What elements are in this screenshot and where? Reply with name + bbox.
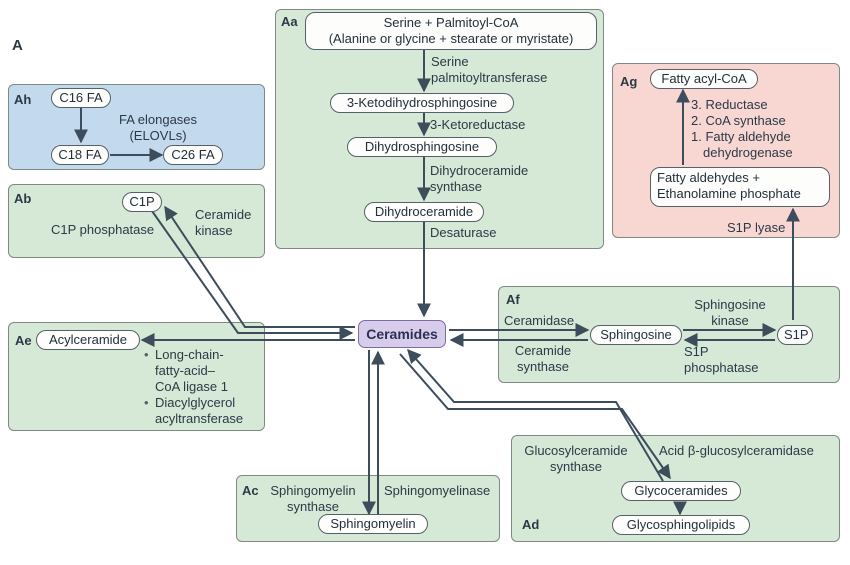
enzyme-line1: Diacylglycerol <box>155 395 236 410</box>
enzyme-sphingomyelinase: Sphingomyelinase <box>384 483 491 498</box>
enzyme-line1: Long-chain- <box>155 347 224 362</box>
node-c16-fa: C16 FA <box>51 88 111 108</box>
arrow-ab-c1p-phosphatase <box>151 210 354 340</box>
enzyme-serine-palmitoyltransferase: Serine palmitoyltransferase <box>431 54 547 86</box>
panel-ag-tag: Ag <box>620 74 638 89</box>
node-line2: Ethanolamine phosphate <box>657 186 801 201</box>
node-sphingosine: Sphingosine <box>590 325 682 345</box>
enzyme-desaturase: Desaturase <box>430 225 497 240</box>
enzyme-line1: Ceramide <box>195 207 252 222</box>
node-dihydrosphingosine: Dihydrosphingosine <box>347 137 497 157</box>
figure-letter: A <box>12 37 23 54</box>
enzyme-line2: palmitoyltransferase <box>431 70 548 85</box>
arrow-ad-acid-glucosylceramidase <box>407 348 664 482</box>
enzyme-glucosylceramide-synthase: Glucosylceramide synthase <box>514 443 638 475</box>
enzyme-diacylglycerol-acyltransferase: Diacylglycerol acyltransferase <box>144 395 244 427</box>
arrow-ad-glucosylceramide-synthase <box>399 353 671 480</box>
node-sphingomyelin: Sphingomyelin <box>318 514 428 534</box>
enzyme-line2: phosphatase <box>684 360 759 375</box>
enzyme-line1: S1P <box>684 344 709 359</box>
enzyme-s1p-phosphatase: S1P phosphatase <box>684 344 758 376</box>
enzyme-line2: synthase <box>286 499 340 514</box>
node-c18-fa: C18 FA <box>51 145 109 165</box>
enzyme-long-chain-fatty-acid-coa-ligase: Long-chain- fatty-acid– CoA ligase 1 <box>144 347 228 395</box>
enzyme-acid-beta-glucosylceramidase: Acid β-glucosylceramidase <box>659 443 814 458</box>
node-glycoceramides: Glycoceramides <box>621 481 741 501</box>
step-fatty-aldehyde-dehydrogenase: 1. Fatty aldehyde <box>691 129 791 144</box>
node-dihydroceramide: Dihydroceramide <box>364 202 484 222</box>
panel-af-tag: Af <box>506 292 520 307</box>
arrow-ab-ceramide-kinase <box>164 205 355 328</box>
enzyme-line2: kinase <box>711 313 749 328</box>
enzyme-line2: acyltransferase <box>155 411 244 426</box>
node-s1p: S1P <box>777 325 813 345</box>
step-fatty-aldehyde-dehydrogenase-cont: dehydrogenase <box>703 145 793 160</box>
enzyme-s1p-lyase: S1P lyase <box>727 220 786 235</box>
enzyme-line1: Sphingomyelin <box>270 483 356 498</box>
enzyme-c1p-phosphatase: C1P phosphatase <box>51 222 155 237</box>
ceramides-node: Ceramides <box>358 320 446 348</box>
enzyme-line1: FA elongases <box>118 112 198 127</box>
enzyme-line1: Dihydroceramide <box>430 163 529 178</box>
enzyme-sphingomyelin-synthase: Sphingomyelin synthase <box>258 483 368 515</box>
node-c26-fa: C26 FA <box>163 145 223 165</box>
enzyme-line1: Ceramide <box>514 343 572 358</box>
substrates-line2: (Alanine or glycine + stearate or myrist… <box>328 31 574 46</box>
enzyme-ceramide-kinase: Ceramide kinase <box>195 207 251 239</box>
panel-aa-tag: Aa <box>281 14 298 29</box>
node-acylceramide: Acylceramide <box>36 330 140 350</box>
enzyme-line2: kinase <box>195 223 233 238</box>
node-fatty-acyl-coa: Fatty acyl-CoA <box>650 69 758 89</box>
enzyme-line2: synthase <box>430 179 483 194</box>
enzyme-fa-elongases: FA elongases (ELOVLs) <box>98 112 218 144</box>
node-fatty-aldehydes: Fatty aldehydes + Ethanolamine phosphate <box>650 167 830 207</box>
enzyme-3-ketoreductase: 3-Ketoreductase <box>430 117 526 132</box>
panel-ac-tag: Ac <box>242 483 259 498</box>
step-coa-synthase: 2. CoA synthase <box>691 113 786 128</box>
enzyme-ceramide-synthase: Ceramide synthase <box>500 343 586 375</box>
enzyme-line2: synthase <box>516 359 570 374</box>
enzyme-line1: Sphingosine <box>694 297 766 312</box>
node-3-ketodihydrosphingosine: 3-Ketodihydrosphingosine <box>330 93 514 113</box>
node-serine-palmitoyl-coa: Serine + Palmitoyl-CoA (Alanine or glyci… <box>305 12 597 50</box>
enzyme-line2: (ELOVLs) <box>129 128 187 143</box>
enzyme-dihydroceramide-synthase: Dihydroceramide synthase <box>430 163 528 195</box>
step-reductase: 3. Reductase <box>691 97 768 112</box>
panel-ae-tag: Ae <box>15 333 32 348</box>
enzyme-line2: synthase <box>549 459 603 474</box>
panel-ah-tag: Ah <box>14 92 32 107</box>
enzyme-line2: fatty-acid– <box>155 363 215 378</box>
node-glycosphingolipids: Glycosphingolipids <box>612 515 750 535</box>
enzyme-line3: CoA ligase 1 <box>155 379 228 394</box>
enzyme-sphingosine-kinase: Sphingosine kinase <box>672 297 788 329</box>
panel-ag-s1p-degradation <box>612 63 840 238</box>
panel-ad-tag: Ad <box>522 517 540 532</box>
node-line1: Fatty aldehydes + <box>657 170 760 185</box>
substrates-line1: Serine + Palmitoyl-CoA <box>383 15 519 30</box>
enzyme-steps: 3. Reductase 2. CoA synthase 1. Fatty al… <box>691 97 793 161</box>
enzyme-line1: Glucosylceramide <box>524 443 628 458</box>
panel-ab-tag: Ab <box>14 191 32 206</box>
enzyme-line1: Serine <box>431 54 469 69</box>
node-c1p: C1P <box>122 192 162 212</box>
enzyme-ceramidase: Ceramidase <box>504 313 575 328</box>
